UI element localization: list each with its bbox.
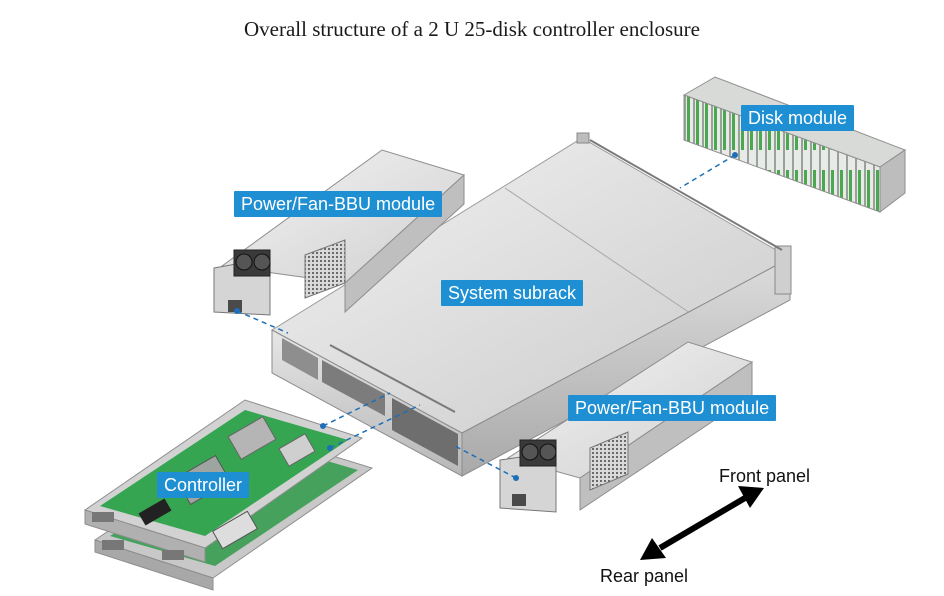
leader-dot-disk (732, 152, 738, 158)
leader-dot-power-top (234, 308, 240, 314)
leader-power-top (236, 310, 289, 334)
leader-dot-controller-1 (320, 423, 326, 429)
leader-disk-module (679, 154, 736, 189)
arrow-head-front (738, 486, 764, 508)
leader-lines (236, 154, 736, 479)
diagram-title: Overall structure of a 2 U 25-disk contr… (243, 17, 700, 41)
controller-illustration (83, 399, 374, 591)
leader-controller-1 (322, 392, 391, 427)
callout-system-subrack: System subrack (441, 280, 584, 306)
rear-panel-label: Rear panel (600, 566, 689, 586)
orientation-arrow (640, 486, 764, 560)
leader-controller-2 (329, 404, 421, 449)
callout-controller: Controller (157, 472, 250, 498)
callout-power-fan-bbu-top: Power/Fan-BBU module (234, 191, 443, 217)
leader-power-bottom (452, 444, 517, 479)
front-panel-label: Front panel (719, 466, 811, 486)
callout-power-fan-bbu-bottom: Power/Fan-BBU module (568, 395, 777, 421)
leader-dot-power-bottom (513, 475, 519, 481)
callout-disk-module: Disk module (741, 105, 855, 131)
arrow-head-rear (640, 538, 666, 560)
leader-dot-controller-2 (327, 445, 333, 451)
disk-module-illustration (682, 76, 907, 214)
